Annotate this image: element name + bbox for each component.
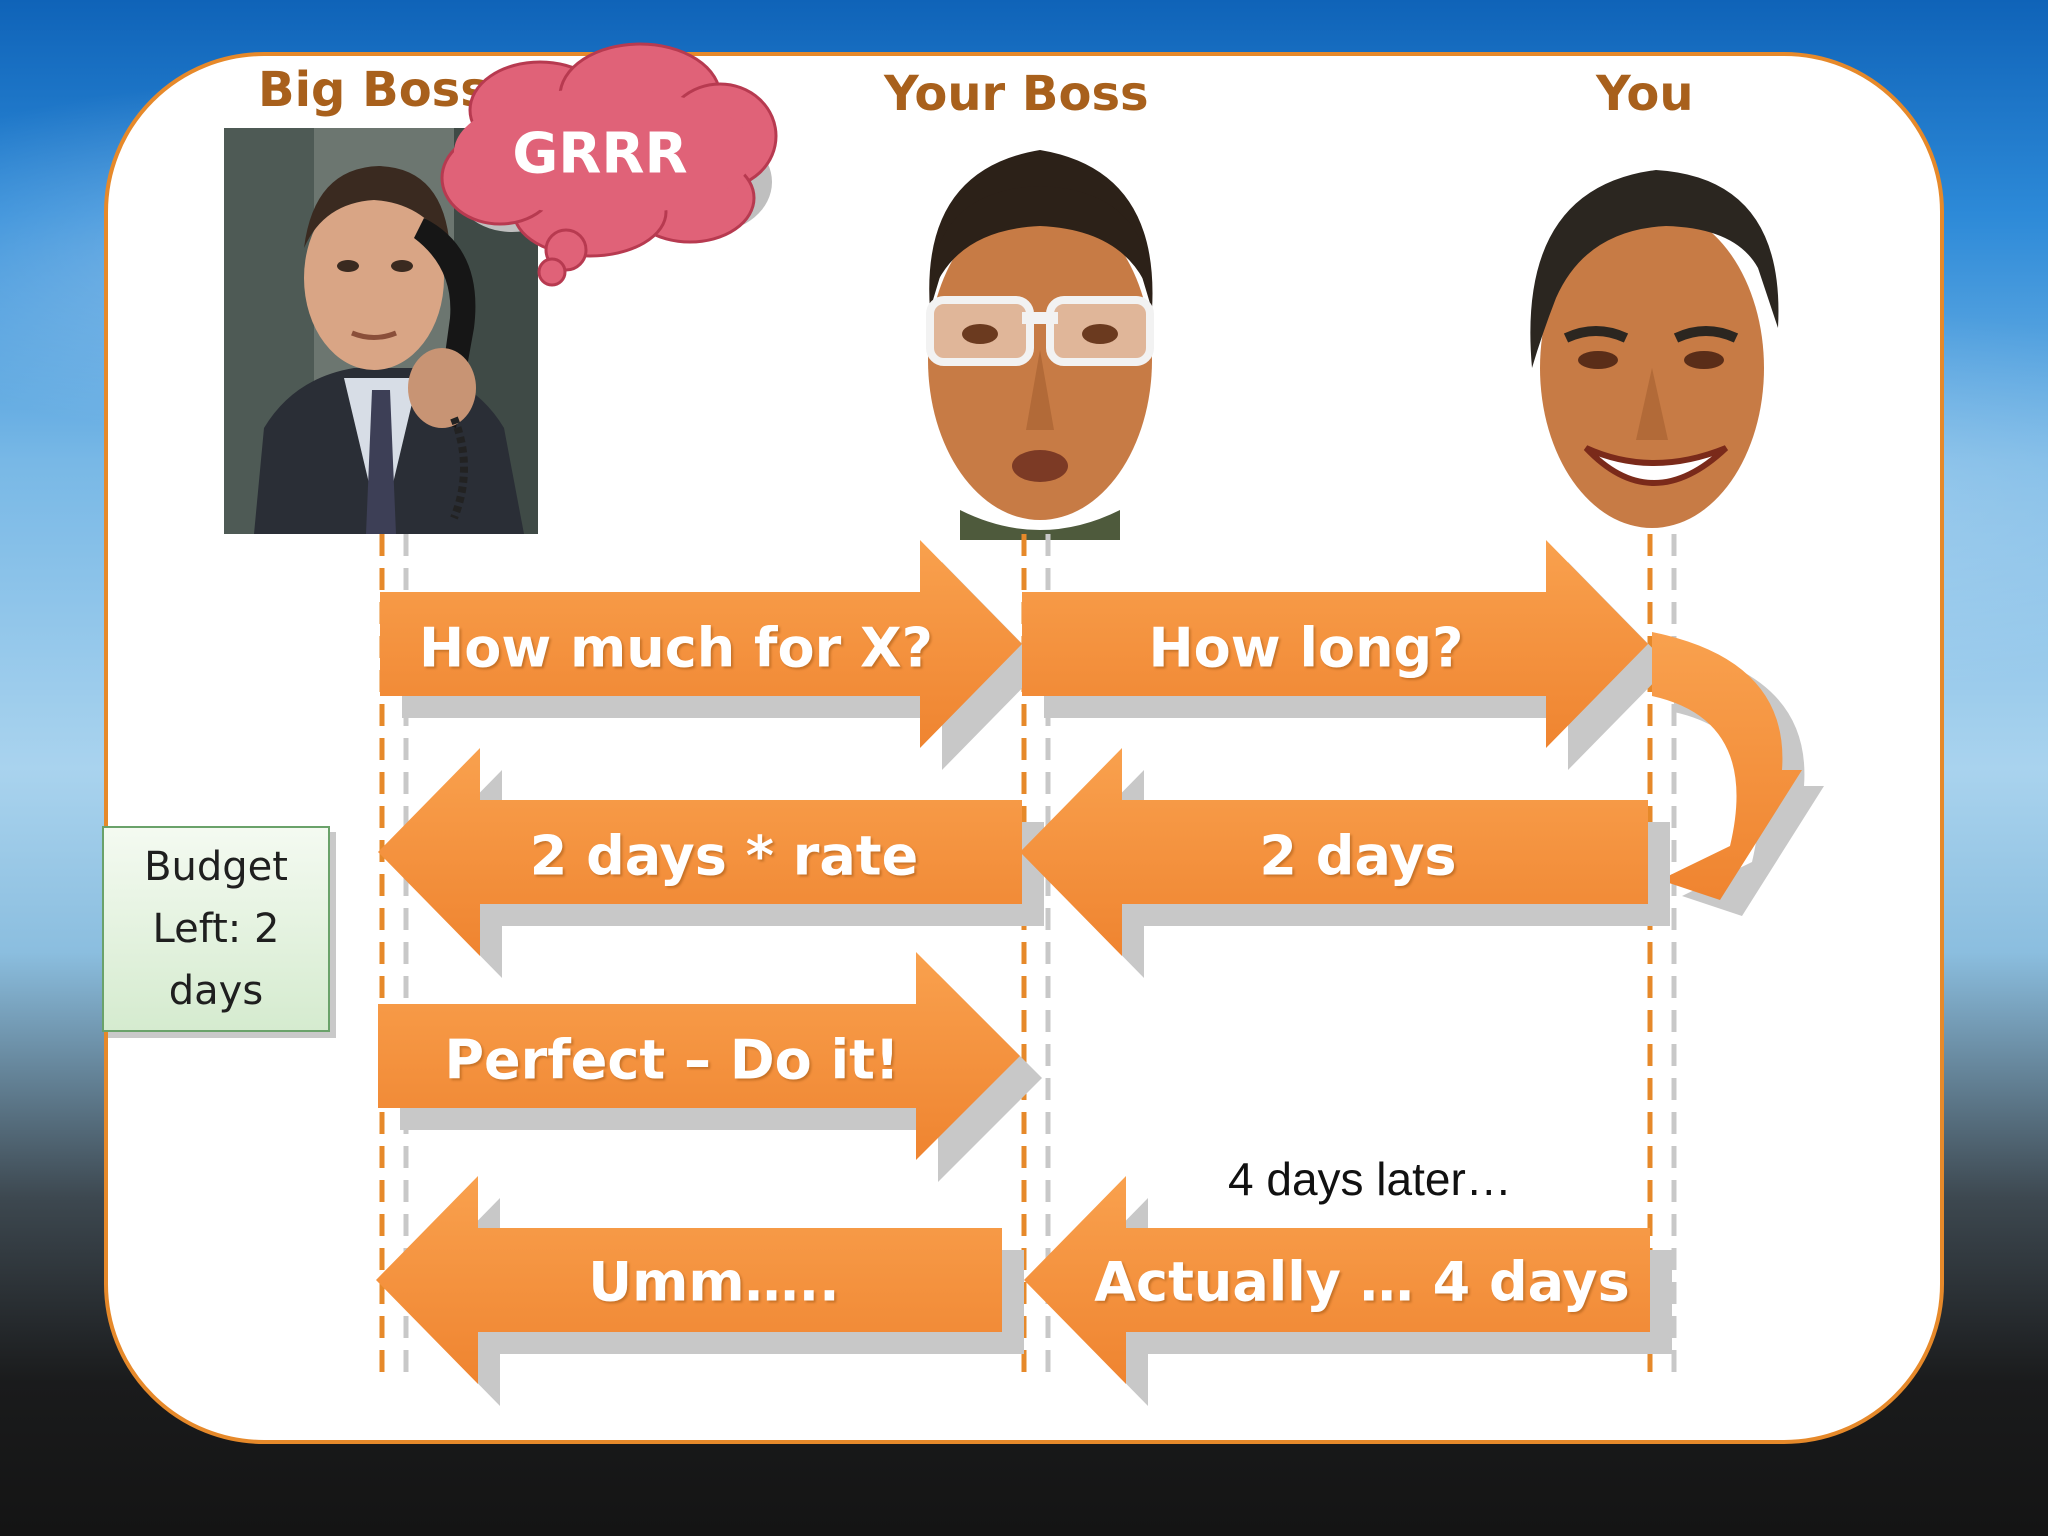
you-head (1530, 170, 1779, 528)
arrow-actually (1024, 1176, 1672, 1406)
message-2-days-rate: 2 days * rate (529, 824, 919, 888)
arrow-think-loop (1652, 632, 1824, 916)
actor-label-big-boss: Big Boss (258, 62, 489, 118)
message-actually: Actually … 4 days (1094, 1250, 1630, 1314)
time-note: 4 days later… (1228, 1153, 1512, 1205)
message-how-long: How long? (1148, 616, 1464, 680)
arrow-2-days-rate (378, 748, 1044, 978)
arrow-perfect (378, 952, 1042, 1182)
actor-label-you: You (1596, 66, 1694, 122)
thought-text: GRRR (512, 121, 688, 187)
your-boss-head (926, 150, 1154, 540)
message-perfect: Perfect – Do it! (444, 1028, 900, 1092)
budget-box: Budget Left: 2 days (102, 826, 330, 1032)
arrow-2-days (1020, 748, 1670, 978)
message-umm: Umm….. (588, 1250, 840, 1314)
message-2-days: 2 days (1259, 824, 1457, 888)
arrow-how-much (380, 540, 1044, 770)
message-how-much: How much for X? (419, 616, 933, 680)
arrow-umm (376, 1176, 1024, 1406)
actor-label-your-boss: Your Boss (884, 66, 1149, 122)
arrow-how-long (1022, 540, 1670, 770)
